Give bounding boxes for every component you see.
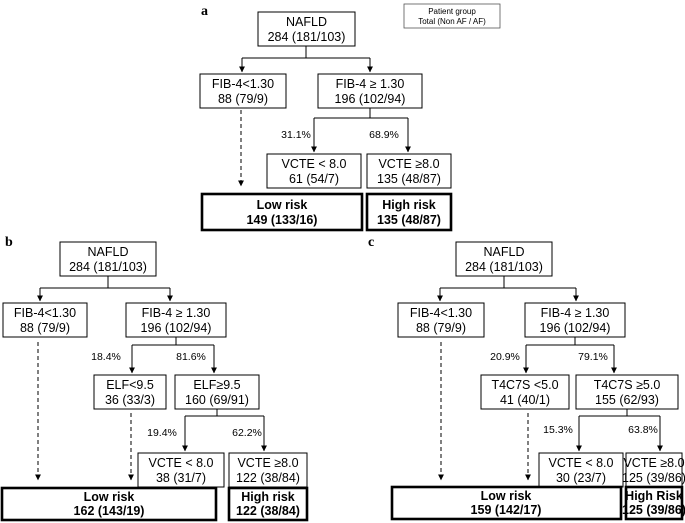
panel-c-high-risk-title: High Risk xyxy=(625,489,683,503)
panel-c-t4c7s-low-count: 41 (40/1) xyxy=(500,393,550,407)
panel-b-pct-l2-high: 81.6% xyxy=(176,351,206,363)
panel-b-low-risk-count: 162 (143/19) xyxy=(74,504,145,518)
panel-a-fib4-high-title: FIB-4 ≥ 1.30 xyxy=(336,77,405,91)
panel-c-vcte-low-title: VCTE < 8.0 xyxy=(549,456,614,470)
panel-c-vcte-high-title: VCTE ≥8.0 xyxy=(623,456,684,470)
panel-c-fib4-low-title: FIB-4<1.30 xyxy=(410,306,472,320)
panel-b-root-title: NAFLD xyxy=(88,245,129,259)
panel-a-low-risk-node xyxy=(200,192,364,232)
panel-a-fib4-low-node xyxy=(199,73,287,109)
panel-a-root-title: NAFLD xyxy=(286,15,327,29)
panel-b-low-risk-node xyxy=(0,486,218,522)
panel-b-pct-l2-low: 18.4% xyxy=(91,351,121,363)
panel-b-elf-high-count: 160 (69/91) xyxy=(185,393,249,407)
panel-b-root-count: 284 (181/103) xyxy=(69,260,147,274)
panel-c-low-risk-node xyxy=(390,485,623,521)
panel-b-fib4-low-title: FIB-4<1.30 xyxy=(14,306,76,320)
legend: Patient group Total (Non AF / AF) xyxy=(403,3,501,29)
panel-a-low-risk-title: Low risk xyxy=(257,198,308,212)
panel-a-root-count: 284 (181/103) xyxy=(268,30,346,44)
panel-c-t4c7s-low-title: T4C7S <5.0 xyxy=(491,378,558,392)
panel-b-label: b xyxy=(5,235,13,250)
panel-b-vcte-high-title: VCTE ≥8.0 xyxy=(237,456,298,470)
legend-box xyxy=(403,3,501,29)
panel-b-vcte-low-node xyxy=(137,452,225,488)
panel-b-elf-high-title: ELF≥9.5 xyxy=(193,378,240,392)
panel-c-root-title: NAFLD xyxy=(484,245,525,259)
panel-c-t4c7s-low-node xyxy=(480,374,570,410)
panel-a-vcte-high-node xyxy=(366,153,452,189)
panel-b-high-risk-node xyxy=(227,486,309,522)
panel-c-fib4-high-title: FIB-4 ≥ 1.30 xyxy=(541,306,610,320)
panel-b-fib4-low-node xyxy=(2,302,88,338)
panel-c-label: c xyxy=(368,235,374,250)
panel-b-high-risk-count: 122 (38/84) xyxy=(236,504,300,518)
panel-c-t4c7s-high-count: 155 (62/93) xyxy=(595,393,659,407)
panel-b-elf-low-title: ELF<9.5 xyxy=(106,378,154,392)
panel-a-pct-low: 31.1% xyxy=(281,129,311,141)
panel-c-vcte-low-count: 30 (23/7) xyxy=(556,471,606,485)
panel-b-low-risk-title: Low risk xyxy=(84,490,135,504)
panel-a-low-risk-count: 149 (133/16) xyxy=(247,213,318,227)
panel-a: a NAFLD 284 (181/103) FIB-4<1.30 88 (79/… xyxy=(199,4,453,232)
panel-c-pct-l3-high: 63.8% xyxy=(628,424,658,436)
panel-c-t4c7s-high-node xyxy=(575,374,679,410)
panel-a-fib4-high-node xyxy=(317,73,423,109)
panel-c-vcte-low-node xyxy=(538,452,624,488)
panel-c-low-risk-count: 159 (142/17) xyxy=(471,503,542,517)
panel-a-vcte-low-node xyxy=(266,153,362,189)
panel-a-vcte-high-title: VCTE ≥8.0 xyxy=(378,157,439,171)
panel-b-fib4-high-count: 196 (102/94) xyxy=(141,321,212,335)
panel-b-elf-high-node xyxy=(174,374,260,410)
panel-a-root-node xyxy=(257,11,356,47)
panel-c-fib4-high-count: 196 (102/94) xyxy=(540,321,611,335)
panel-a-fib4-high-count: 196 (102/94) xyxy=(335,92,406,106)
panel-c-pct-l2-high: 79.1% xyxy=(578,351,608,363)
panel-c-root-node xyxy=(455,241,553,277)
panel-a-vcte-high-count: 135 (48/87) xyxy=(377,172,441,186)
panel-b-root-node xyxy=(59,241,157,277)
legend-line-1: Patient group xyxy=(428,7,476,16)
panel-b: b NAFLD 284 (181/103) FIB-4<1.30 88 (79/… xyxy=(0,235,309,522)
panel-a-high-risk-node xyxy=(365,192,453,232)
panel-c-fib4-low-node xyxy=(397,302,485,338)
panel-c: c NAFLD 284 (181/103) FIB-4<1.30 88 (79/… xyxy=(368,235,685,521)
legend-line-2: Total (Non AF / AF) xyxy=(418,17,486,26)
panel-c-high-risk-count: 125 (39/86) xyxy=(622,503,685,517)
panel-a-fib4-low-count: 88 (79/9) xyxy=(218,92,268,106)
panel-a-fib4-low-title: FIB-4<1.30 xyxy=(212,77,274,91)
panel-c-vcte-high-count: 125 (39/86) xyxy=(622,471,685,485)
panel-c-pct-l3-low: 15.3% xyxy=(543,424,573,436)
panel-c-low-risk-title: Low risk xyxy=(481,489,532,503)
panel-c-fib4-low-count: 88 (79/9) xyxy=(416,321,466,335)
panel-b-elf-low-node xyxy=(93,374,167,410)
panel-c-pct-l2-low: 20.9% xyxy=(490,351,520,363)
panel-c-high-risk-node xyxy=(624,485,684,521)
panel-b-high-risk-title: High risk xyxy=(241,490,295,504)
panel-a-pct-high: 68.9% xyxy=(369,129,399,141)
panel-b-vcte-high-count: 122 (38/84) xyxy=(236,471,300,485)
panel-b-vcte-high-node xyxy=(228,452,308,488)
panel-a-label: a xyxy=(201,4,208,19)
panel-b-pct-l3-low: 19.4% xyxy=(147,427,177,439)
panel-a-vcte-low-count: 61 (54/7) xyxy=(289,172,339,186)
panel-b-vcte-low-count: 38 (31/7) xyxy=(156,471,206,485)
panel-b-fib4-low-count: 88 (79/9) xyxy=(20,321,70,335)
panel-b-vcte-low-title: VCTE < 8.0 xyxy=(149,456,214,470)
panel-b-pct-l3-high: 62.2% xyxy=(232,427,262,439)
panel-c-root-count: 284 (181/103) xyxy=(465,260,543,274)
panel-c-t4c7s-high-title: T4C7S ≥5.0 xyxy=(594,378,661,392)
panel-a-high-risk-title: High risk xyxy=(382,198,436,212)
panel-b-elf-low-count: 36 (33/3) xyxy=(105,393,155,407)
panel-b-fib4-high-title: FIB-4 ≥ 1.30 xyxy=(142,306,211,320)
panel-a-high-risk-count: 135 (48/87) xyxy=(377,213,441,227)
panel-a-vcte-low-title: VCTE < 8.0 xyxy=(282,157,347,171)
